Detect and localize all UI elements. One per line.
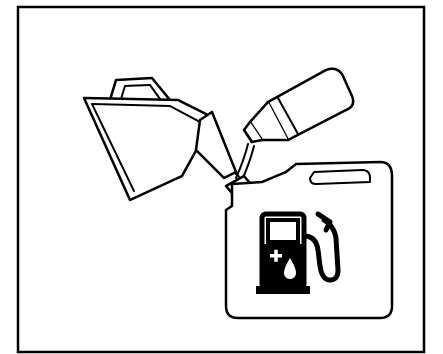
pump-hose (301, 217, 341, 283)
oil-bottle-icon (242, 67, 355, 144)
jug-spout (194, 110, 238, 180)
fuel-can-icon (224, 160, 394, 320)
jug-inner-side (91, 103, 135, 192)
pump-base (256, 286, 310, 294)
jug-rim (91, 103, 201, 123)
bottle-cap-ridge (242, 128, 254, 144)
jug-body (82, 96, 216, 202)
jug-handle-inner (120, 84, 161, 100)
pump-display (266, 218, 300, 244)
oil-jug-icon (82, 76, 238, 202)
bottle-body (266, 67, 355, 142)
figure-border (16, 5, 426, 354)
pump-lower (262, 244, 304, 288)
plus-icon (270, 249, 282, 262)
bottle-seam (277, 97, 299, 135)
can-body (224, 160, 394, 320)
can-handle-opening (309, 169, 371, 185)
pump-nozzle (315, 211, 333, 233)
stream-from-bottle-outer (235, 143, 249, 179)
fuel-pump-icon (256, 211, 341, 294)
oil-drop-icon (284, 258, 296, 279)
